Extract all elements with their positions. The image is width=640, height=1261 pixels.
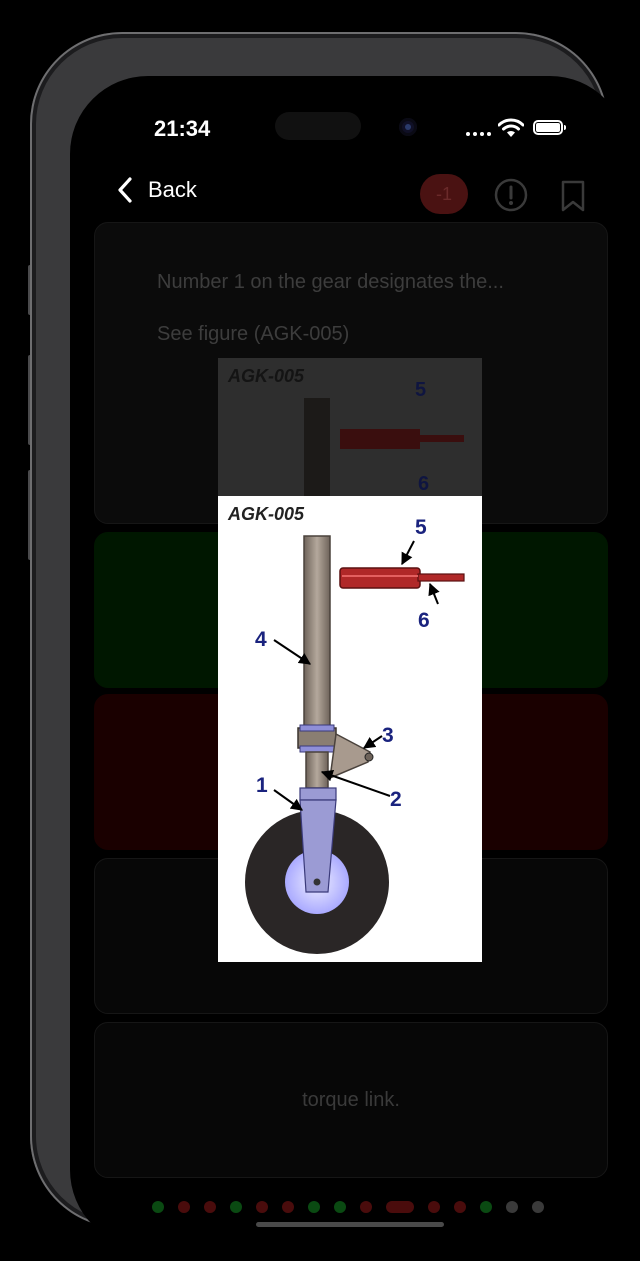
status-time: 21:34 [154,116,211,141]
figure-label-3: 3 [382,724,394,747]
figure-label-6: 6 [418,609,430,632]
cellular-signal-icon [466,132,491,136]
label-5-dimmed: 5 [415,379,426,401]
score-badge: -1 [420,174,468,214]
home-indicator [256,1222,444,1227]
progress-dot[interactable] [454,1201,466,1213]
question-text: Number 1 on the gear designates the... [157,271,504,293]
figure-label-4: 4 [255,628,267,651]
dynamic-island [275,112,361,140]
figure-title: AGK-005 [227,504,305,524]
progress-dot[interactable] [480,1201,492,1213]
progress-dot[interactable] [178,1201,190,1213]
figure-label-2: 2 [390,788,402,811]
back-button[interactable]: Back [116,176,197,204]
chevron-left-icon [118,177,132,203]
label-6-dimmed: 6 [418,473,429,495]
answer-text: torque link. [302,1089,400,1111]
figure-reference: See figure (AGK-005) [157,323,350,345]
progress-dot[interactable] [532,1201,544,1213]
landing-gear-diagram: AGK-005 [227,504,465,954]
progress-dot[interactable] [256,1201,268,1213]
progress-dot[interactable] [386,1201,414,1213]
progress-dot[interactable] [152,1201,164,1213]
progress-dot[interactable] [204,1201,216,1213]
progress-dot[interactable] [428,1201,440,1213]
progress-dots [152,1201,544,1213]
bookmark-icon[interactable] [560,180,586,212]
back-label: Back [148,177,197,202]
progress-dot[interactable] [334,1201,346,1213]
progress-dot[interactable] [506,1201,518,1213]
report-issue-icon[interactable] [494,178,528,212]
figure-image[interactable]: AGK-005 [218,496,482,962]
answer-option[interactable]: torque link. [94,1022,608,1178]
battery-icon [533,120,566,135]
wifi-icon [498,118,524,137]
front-camera [399,118,417,136]
figure-thumbnail-dimmed: AGK-005 5 6 [218,358,482,496]
figure-title-dimmed: AGK-005 [227,366,305,386]
phone-frame: 21:34 Back -1 Number 1 on the gear desig… [30,32,628,1248]
progress-dot[interactable] [282,1201,294,1213]
screen: 21:34 Back -1 Number 1 on the gear desig… [70,76,628,1248]
progress-dot[interactable] [360,1201,372,1213]
progress-dot[interactable] [230,1201,242,1213]
figure-label-1: 1 [256,774,268,797]
progress-dot[interactable] [308,1201,320,1213]
figure-label-5: 5 [415,516,427,539]
